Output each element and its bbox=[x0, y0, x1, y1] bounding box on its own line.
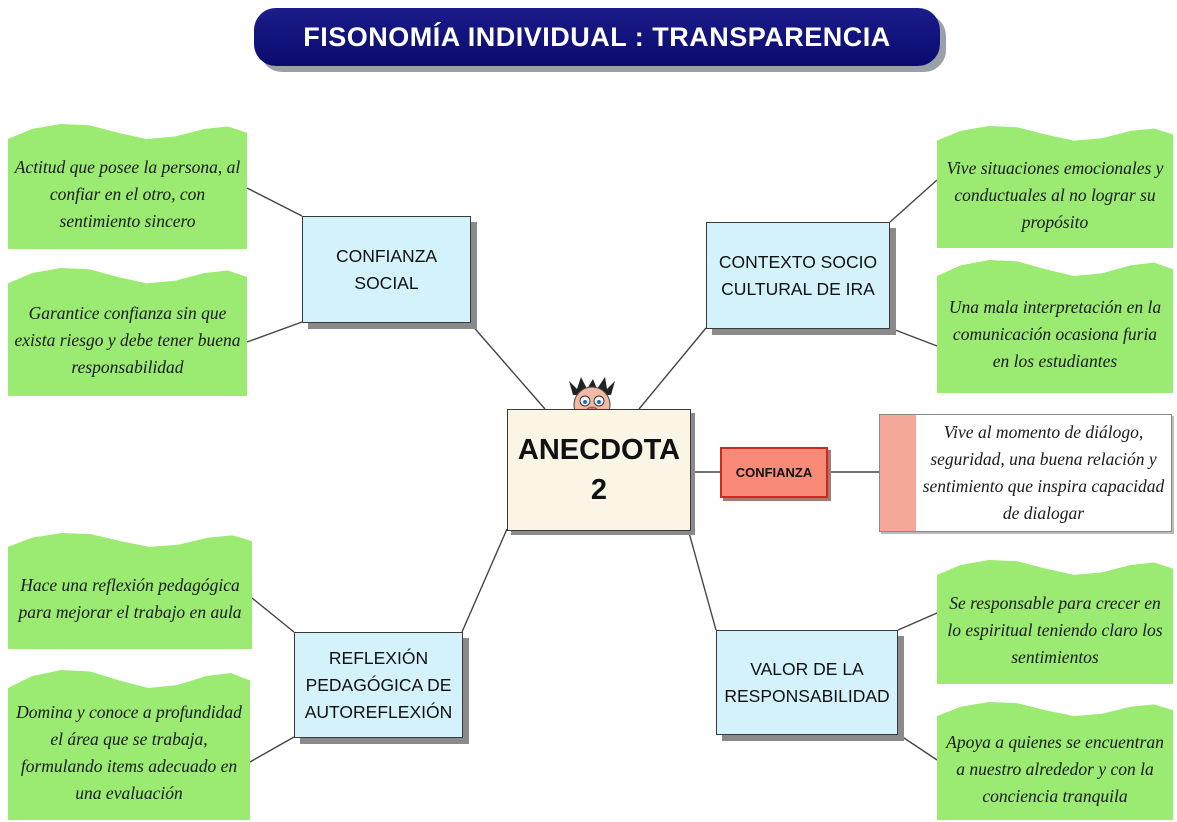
topic-reflexion-pedagogica: REFLEXIÓN PEDAGÓGICA DE AUTOREFLEXIÓN bbox=[294, 632, 463, 738]
topic-valor-responsabilidad: VALOR DE LA RESPONSABILIDAD bbox=[716, 630, 898, 735]
note-text: Se responsable para crecer en lo espirit… bbox=[947, 592, 1163, 667]
topic-confianza: CONFIANZA bbox=[720, 447, 828, 498]
topic-label: CONTEXTO SOCIO CULTURAL DE IRA bbox=[718, 251, 878, 299]
link-valor-note2 bbox=[897, 733, 938, 761]
note-text: Vive al momento de diálogo, seguridad, u… bbox=[922, 422, 1165, 523]
note-text: Apoya a quienes se encuentran a nuestro … bbox=[946, 731, 1164, 806]
link-confianza-social-note2 bbox=[246, 321, 303, 343]
note-contexto-comunicacion: Una mala interpretación en la comunicaci… bbox=[937, 260, 1173, 393]
note-reflexion-dominio: Domina y conoce a profundidad el área qu… bbox=[8, 670, 250, 820]
link-center-contexto bbox=[638, 327, 707, 410]
note-text: Domina y conoce a profundidad el área qu… bbox=[16, 702, 242, 803]
link-contexto-note2 bbox=[889, 327, 938, 347]
note-valor-espiritual: Se responsable para crecer en lo espirit… bbox=[937, 560, 1173, 684]
link-center-confianza-social bbox=[469, 322, 546, 410]
link-reflexion-note2 bbox=[249, 736, 295, 763]
note-confianza-definition: Actitud que posee la persona, al confiar… bbox=[8, 124, 247, 249]
note-reflexion-aula: Hace una reflexión pedagógica para mejor… bbox=[8, 533, 252, 649]
topic-label: VALOR DE LA RESPONSABILIDAD bbox=[724, 658, 890, 706]
link-center-valor bbox=[687, 528, 717, 631]
note-accent-stripe bbox=[880, 415, 916, 531]
topic-contexto-socio-cultural: CONTEXTO SOCIO CULTURAL DE IRA bbox=[706, 222, 890, 329]
note-confianza-dialogo: Vive al momento de diálogo, seguridad, u… bbox=[879, 414, 1172, 532]
note-contexto-emocional: Vive situaciones emocionales y conductua… bbox=[937, 126, 1173, 248]
central-node-anecdota: ANECDOTA 2 bbox=[507, 409, 691, 531]
topic-label: CONFIANZA SOCIAL bbox=[335, 245, 438, 293]
note-text: Una mala interpretación en la comunicaci… bbox=[948, 297, 1162, 371]
central-node-number: 2 bbox=[590, 474, 608, 506]
note-valor-apoyo: Apoya a quienes se encuentran a nuestro … bbox=[937, 702, 1173, 820]
note-text: Hace una reflexión pedagógica para mejor… bbox=[18, 575, 242, 622]
note-text: Garantice confianza sin que exista riesg… bbox=[14, 302, 241, 377]
link-contexto-note1 bbox=[889, 179, 938, 223]
topic-label: REFLEXIÓN PEDAGÓGICA DE AUTOREFLEXIÓN bbox=[304, 647, 453, 722]
link-reflexion-note1 bbox=[251, 597, 295, 633]
link-valor-note1 bbox=[897, 612, 938, 631]
link-center-reflexion bbox=[461, 528, 508, 633]
topic-label: CONFIANZA bbox=[735, 465, 813, 480]
page-title: FISONOMÍA INDIVIDUAL : TRANSPARENCIA bbox=[254, 8, 940, 66]
link-confianza-social-note1 bbox=[246, 187, 303, 217]
note-text: Vive situaciones emocionales y conductua… bbox=[946, 157, 1164, 232]
note-confianza-garantia: Garantice confianza sin que exista riesg… bbox=[8, 268, 247, 396]
note-text: Actitud que posee la persona, al confiar… bbox=[14, 157, 241, 231]
topic-confianza-social: CONFIANZA SOCIAL bbox=[302, 216, 471, 323]
central-node-title: ANECDOTA bbox=[517, 434, 681, 466]
